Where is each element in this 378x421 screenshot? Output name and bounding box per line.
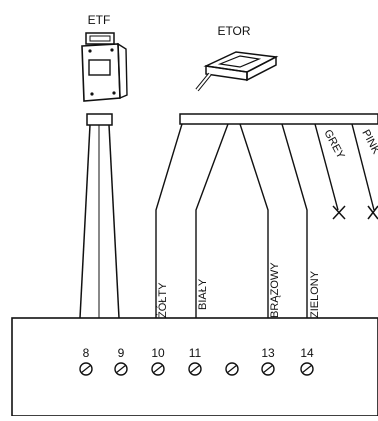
wire-label-bialy: BIAŁY bbox=[197, 278, 209, 310]
wire-label-pink: PINK bbox=[359, 128, 378, 157]
grey-wire-end-x-icon bbox=[332, 205, 346, 220]
terminal-number: 9 bbox=[118, 346, 125, 360]
terminal-10: 10 bbox=[151, 346, 165, 376]
etf-label: ETF bbox=[88, 13, 111, 27]
screw-icon bbox=[151, 362, 165, 376]
etf-device-icon bbox=[81, 32, 128, 102]
terminal-12 bbox=[225, 362, 239, 376]
screw-icon bbox=[225, 362, 239, 376]
terminal-block bbox=[11, 317, 378, 417]
terminal-11: 11 bbox=[188, 346, 202, 376]
terminal-13: 13 bbox=[261, 346, 275, 376]
terminal-number: 10 bbox=[151, 346, 165, 360]
screw-icon bbox=[188, 362, 202, 376]
wire-label-grey: GREY bbox=[321, 128, 347, 162]
etor-label: ETOR bbox=[217, 24, 250, 38]
terminal-9: 9 bbox=[114, 346, 128, 376]
screw-icon bbox=[114, 362, 128, 376]
wire-label-brazowy: BRĄZOWY bbox=[269, 262, 281, 318]
wire-label-zielony: ZIELONY bbox=[309, 270, 321, 318]
terminal-number: 8 bbox=[83, 346, 90, 360]
terminal-number: 14 bbox=[300, 346, 314, 360]
etor-cable bbox=[155, 113, 378, 318]
screw-icon bbox=[300, 362, 314, 376]
terminal-number: 11 bbox=[189, 346, 202, 360]
pink-wire-end-x-icon bbox=[367, 205, 378, 220]
wire-label-zolty: ŻÓŁTY bbox=[156, 282, 169, 318]
terminal-14: 14 bbox=[300, 346, 314, 376]
screw-icon bbox=[261, 362, 275, 376]
etf-cable bbox=[79, 113, 120, 319]
etor-device-icon bbox=[195, 51, 279, 92]
terminal-number: 13 bbox=[261, 346, 275, 360]
terminal-8: 8 bbox=[79, 346, 93, 376]
screw-icon bbox=[79, 362, 93, 376]
